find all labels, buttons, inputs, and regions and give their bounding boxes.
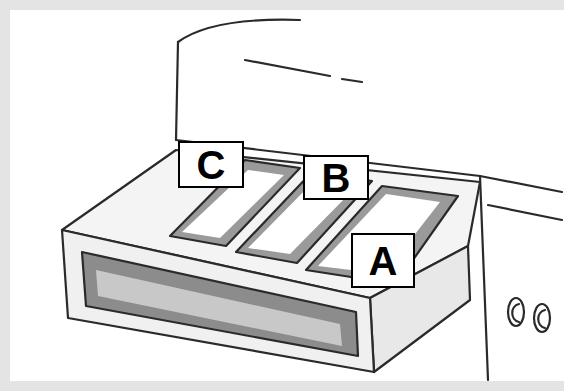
part-label: A: [351, 233, 415, 288]
knob-mark: [538, 310, 545, 328]
part-label: B: [303, 155, 369, 200]
drawer-front: [62, 230, 374, 372]
canvas: [10, 10, 564, 381]
part-label: C: [178, 141, 244, 188]
knob-mark: [512, 304, 519, 322]
machine-edge: [176, 42, 178, 140]
front-bezel: [488, 205, 562, 220]
handle-recess: [82, 252, 358, 356]
panel-line: [342, 79, 362, 82]
front-bezel: [480, 176, 488, 380]
panel-line: [245, 60, 330, 76]
knob: [534, 304, 550, 332]
machine-top: [178, 20, 300, 42]
knob: [508, 298, 524, 326]
drawer: [62, 150, 480, 372]
handle-shade: [96, 270, 342, 346]
